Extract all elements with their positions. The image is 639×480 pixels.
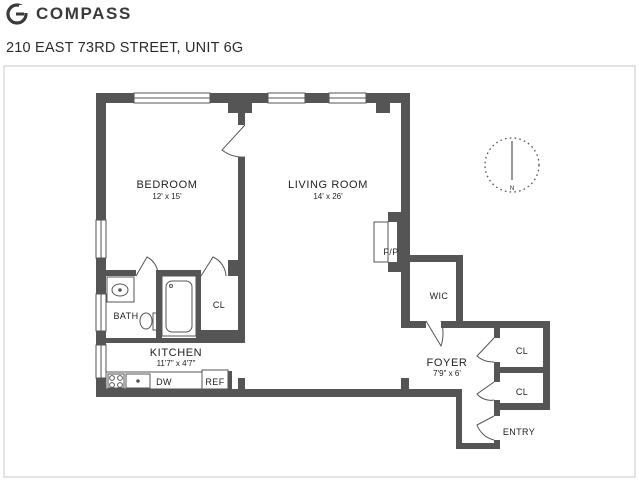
foyer-closet-door-1 bbox=[476, 337, 495, 363]
plan-frame bbox=[3, 65, 636, 478]
fixture-label-dishwasher: DW bbox=[156, 377, 172, 387]
room-label-bedroom: BEDROOM bbox=[136, 179, 197, 191]
bathtub bbox=[161, 275, 197, 337]
listing-address: 210 EAST 73RD STREET, UNIT 6G bbox=[6, 40, 244, 56]
stove-burner bbox=[117, 375, 123, 381]
fixtures bbox=[105, 221, 389, 390]
toilet-bowl bbox=[139, 312, 153, 330]
bedroom-door bbox=[221, 124, 246, 158]
fixture-label-refrigerator: REF bbox=[205, 377, 224, 387]
room-label-foyer-closet-2: CL bbox=[516, 387, 528, 397]
refrigerator-box bbox=[201, 369, 229, 390]
kitchen-sink bbox=[125, 373, 151, 389]
room-dimensions-foyer: 7'9" x 6' bbox=[433, 369, 461, 378]
room-dimensions-living-room: 14' x 26' bbox=[313, 192, 343, 201]
room-label-bath: BATH bbox=[114, 311, 139, 321]
fixture-label-fireplace: F/P bbox=[383, 247, 398, 257]
sink-basin bbox=[111, 283, 129, 297]
bathtub-basin bbox=[165, 280, 193, 333]
stove-burner bbox=[109, 375, 115, 381]
kitchen-sink-drain bbox=[136, 379, 140, 383]
vanity bbox=[106, 276, 135, 303]
brand-header: COMPASS bbox=[6, 3, 132, 25]
room-label-foyer: FOYER bbox=[427, 357, 468, 369]
stove-burner bbox=[117, 382, 123, 388]
room-label-entry: ENTRY bbox=[503, 427, 535, 437]
room-dimensions-kitchen: 11'7" x 4'7" bbox=[157, 359, 196, 368]
room-label-foyer-closet-1: CL bbox=[516, 346, 528, 356]
stove bbox=[107, 373, 125, 389]
room-label-bedroom-closet: CL bbox=[213, 300, 225, 310]
windows bbox=[95, 92, 367, 379]
wic-door bbox=[425, 320, 444, 348]
north-arrow-icon: N bbox=[484, 137, 540, 193]
closet-door bbox=[200, 256, 227, 277]
tub-drain bbox=[169, 284, 173, 288]
room-label-kitchen: KITCHEN bbox=[150, 347, 202, 359]
room-label-walk-in-closet: WIC bbox=[430, 291, 449, 301]
room-label-living-room: LIVING ROOM bbox=[288, 179, 368, 191]
sink-drain bbox=[118, 288, 122, 292]
entry-door bbox=[476, 415, 495, 441]
room-dimensions-bedroom: 12' x 15' bbox=[152, 192, 182, 201]
compass-logo-icon bbox=[6, 3, 28, 25]
brand-name: COMPASS bbox=[36, 4, 132, 23]
bath-door bbox=[135, 256, 159, 277]
foyer-closet-door-2 bbox=[476, 381, 495, 401]
toilet-tank bbox=[152, 312, 158, 331]
door-swings bbox=[135, 124, 495, 441]
north-label: N bbox=[510, 186, 514, 192]
fireplace-hearth bbox=[373, 221, 389, 263]
stove-burner bbox=[109, 382, 115, 388]
walls bbox=[96, 93, 550, 449]
